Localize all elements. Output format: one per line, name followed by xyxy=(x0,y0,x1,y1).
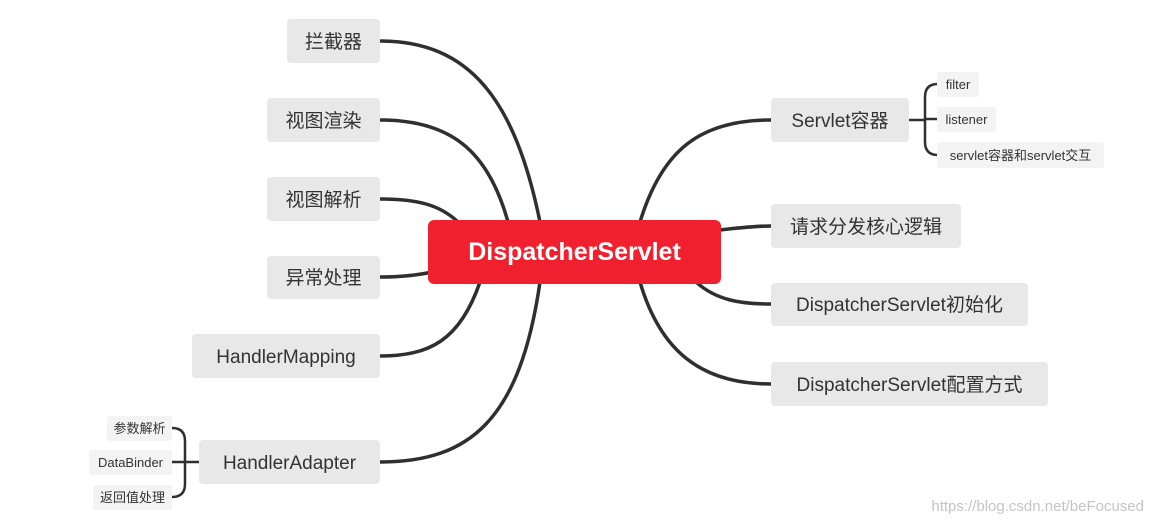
subnode-interaction-label: servlet容器和servlet交互 xyxy=(950,148,1092,163)
node-interceptor[interactable]: 拦截器 xyxy=(287,19,380,63)
center-node-label: DispatcherServlet xyxy=(468,238,681,266)
node-handler-adapter[interactable]: HandlerAdapter xyxy=(199,440,380,484)
subnode-interaction[interactable]: servlet容器和servlet交互 xyxy=(937,142,1104,168)
node-handler-adapter-label: HandlerAdapter xyxy=(223,453,357,474)
node-handler-mapping[interactable]: HandlerMapping xyxy=(192,334,380,378)
node-view-render-label: 视图渲染 xyxy=(285,110,361,132)
link-init xyxy=(694,280,773,306)
link-handler-adapter xyxy=(378,280,542,464)
subnode-arg-resolve-label: 参数解析 xyxy=(113,421,165,436)
subnode-return-value-label: 返回值处理 xyxy=(100,490,165,505)
node-view-resolve-label: 视图解析 xyxy=(285,189,361,211)
node-interceptor-label: 拦截器 xyxy=(305,31,362,53)
link-interceptor xyxy=(378,39,542,224)
center-node[interactable]: DispatcherServlet xyxy=(428,220,721,284)
link-servlet-container xyxy=(638,118,773,224)
node-view-resolve[interactable]: 视图解析 xyxy=(267,177,380,221)
node-servlet-container-label: Servlet容器 xyxy=(791,110,888,132)
watermark: https://blog.csdn.net/beFocused xyxy=(931,498,1144,515)
node-servlet-container[interactable]: Servlet容器 xyxy=(771,98,909,142)
brace-handler-adapter xyxy=(170,426,201,499)
link-view-render xyxy=(378,118,510,224)
node-handler-mapping-label: HandlerMapping xyxy=(216,347,355,368)
subnode-return-value[interactable]: 返回值处理 xyxy=(93,485,172,510)
node-dispatch-logic[interactable]: 请求分发核心逻辑 xyxy=(771,204,961,248)
link-handler-mapping xyxy=(378,280,482,358)
link-view-resolve xyxy=(378,197,460,224)
node-config[interactable]: DispatcherServlet配置方式 xyxy=(771,362,1048,406)
subnode-data-binder[interactable]: DataBinder xyxy=(89,450,172,475)
connectors xyxy=(170,39,940,499)
subnode-arg-resolve[interactable]: 参数解析 xyxy=(107,416,172,441)
node-config-label: DispatcherServlet配置方式 xyxy=(797,374,1023,396)
link-config xyxy=(638,280,773,386)
link-dispatch-logic xyxy=(717,224,773,232)
subnode-listener-label: listener xyxy=(946,112,989,127)
subnode-filter-label: filter xyxy=(946,77,971,92)
node-exception[interactable]: 异常处理 xyxy=(267,256,380,299)
node-init[interactable]: DispatcherServlet初始化 xyxy=(771,283,1028,326)
node-view-render[interactable]: 视图渲染 xyxy=(267,98,380,142)
brace-servlet-container xyxy=(907,82,940,157)
subnode-data-binder-label: DataBinder xyxy=(98,455,164,470)
link-exception xyxy=(378,270,434,279)
node-exception-label: 异常处理 xyxy=(285,267,361,289)
node-init-label: DispatcherServlet初始化 xyxy=(796,294,1003,316)
subnode-listener[interactable]: listener xyxy=(937,107,996,132)
subnode-filter[interactable]: filter xyxy=(937,72,979,97)
node-dispatch-logic-label: 请求分发核心逻辑 xyxy=(790,216,942,238)
